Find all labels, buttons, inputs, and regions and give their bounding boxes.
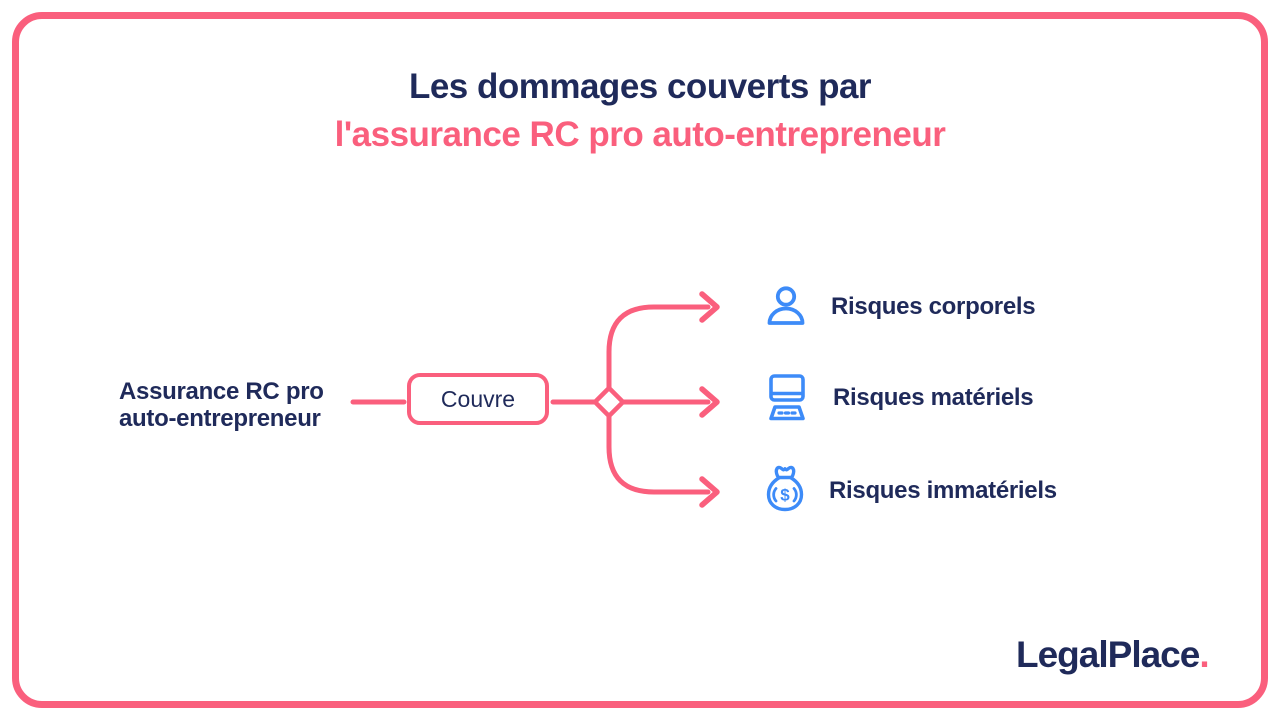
arrowhead-middle — [699, 386, 720, 418]
money-bag-icon: $ — [766, 465, 804, 512]
laptop-icon — [769, 374, 805, 421]
connector-label: Couvre — [440, 385, 516, 412]
page-title: Les dommages couverts par l'assurance RC… — [0, 63, 1280, 159]
branch-row-immateriels: $ Risques immatériels — [762, 463, 1057, 519]
source-label: Assurance RC pro auto-entrepreneur — [119, 378, 324, 432]
branch-row-corporels: Risques corporels — [762, 279, 1036, 335]
branch-label-materiels: Risques matériels — [833, 384, 1034, 411]
source-label-line-1: Assurance RC pro — [119, 378, 324, 405]
branch-top-line — [606, 304, 711, 393]
brand-logo: LegalPlace. — [1016, 634, 1210, 676]
brand-name: LegalPlace — [1016, 634, 1200, 675]
connector-label-box: Couvre — [407, 373, 549, 425]
title-line-2: l'assurance RC pro auto-entrepreneur — [334, 115, 946, 154]
branch-bottom-line — [606, 411, 711, 495]
branch-row-materiels: Risques matériels — [762, 370, 1034, 426]
branch-label-immateriels: Risques immatériels — [829, 477, 1057, 504]
title-line-1: Les dommages couverts par — [408, 67, 872, 106]
arrowhead-bottom — [699, 476, 720, 508]
brand-dot: . — [1199, 634, 1209, 675]
branch-label-corporels: Risques corporels — [831, 293, 1036, 320]
person-icon — [767, 286, 805, 325]
source-label-line-2: auto-entrepreneur — [119, 405, 321, 432]
svg-text:$: $ — [780, 486, 790, 505]
junction-diamond — [592, 385, 626, 419]
arrowhead-top — [699, 291, 720, 323]
